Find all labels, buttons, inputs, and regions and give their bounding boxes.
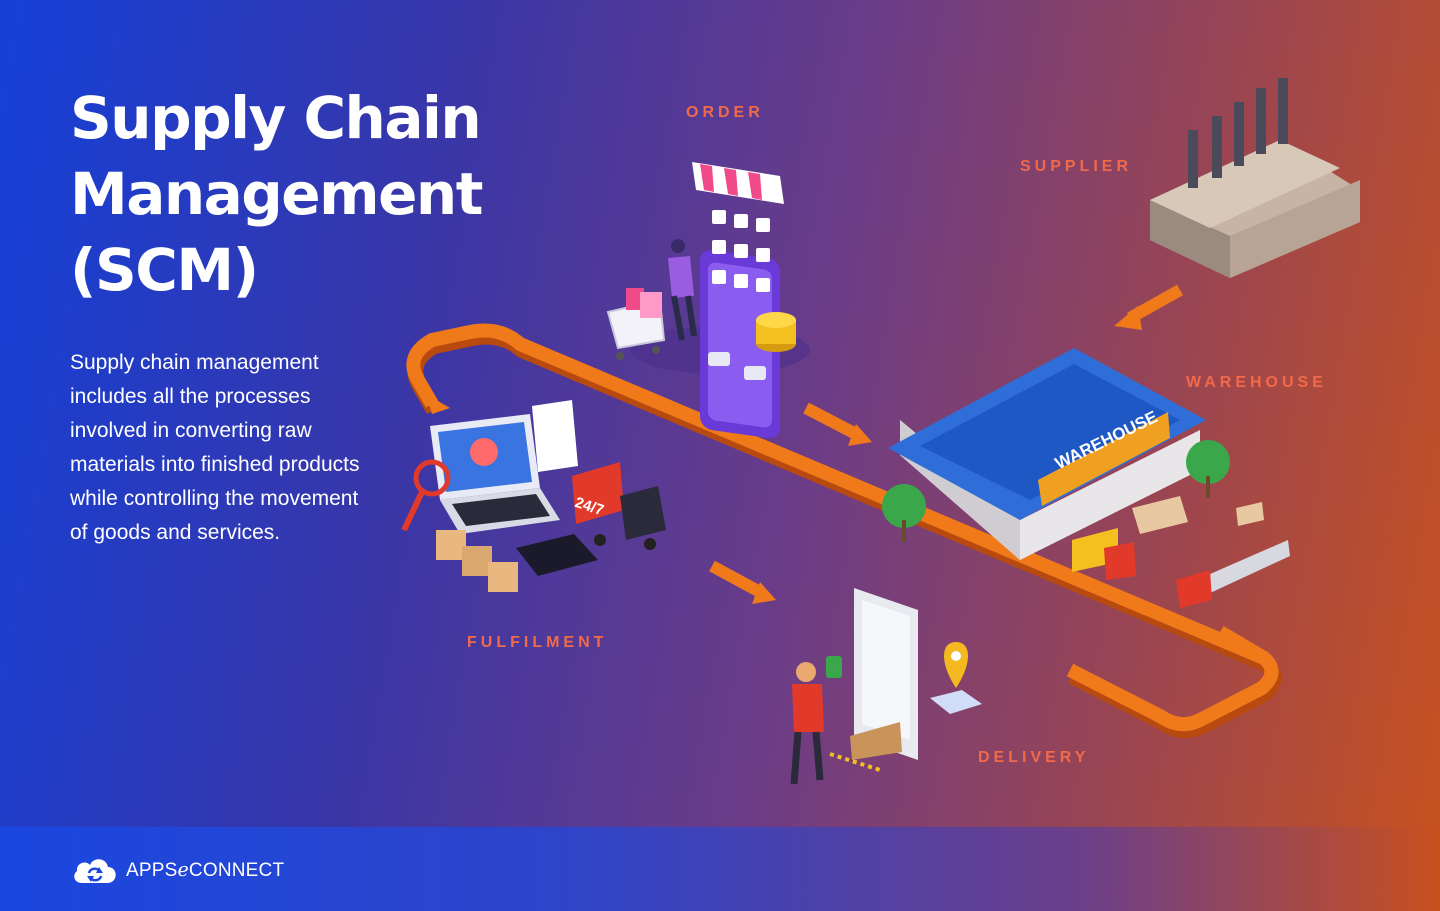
order-illustration <box>606 162 810 439</box>
brand-logo[interactable]: APPSℯCONNECT <box>70 853 284 887</box>
stage-label-warehouse: WAREHOUSE <box>1186 374 1327 391</box>
stage-label-supplier: SUPPLIER <box>1020 158 1133 175</box>
arrow-fulfilment-to-delivery <box>709 560 776 604</box>
cloud-sync-icon <box>74 859 116 883</box>
page-title: Supply Chain Management (SCM) <box>70 84 483 304</box>
delivery-illustration <box>790 588 982 785</box>
arrow-order-to-warehouse <box>803 402 872 446</box>
illustration <box>401 78 1360 785</box>
arrow-supplier-to-warehouse <box>1114 284 1183 330</box>
warehouse-building <box>882 348 1290 608</box>
stage-label-delivery: DELIVERY <box>978 749 1090 766</box>
description: Supply chain management includes all the… <box>70 351 360 544</box>
brand-name: APPSℯCONNECT <box>126 859 285 881</box>
fulfilment-illustration <box>401 400 666 592</box>
stage-label-order: ORDER <box>686 104 764 121</box>
footer: APPSℯCONNECT <box>0 827 1440 911</box>
supplier-factory <box>1150 78 1360 278</box>
stage-label-fulfilment: FULFILMENT <box>467 634 608 651</box>
